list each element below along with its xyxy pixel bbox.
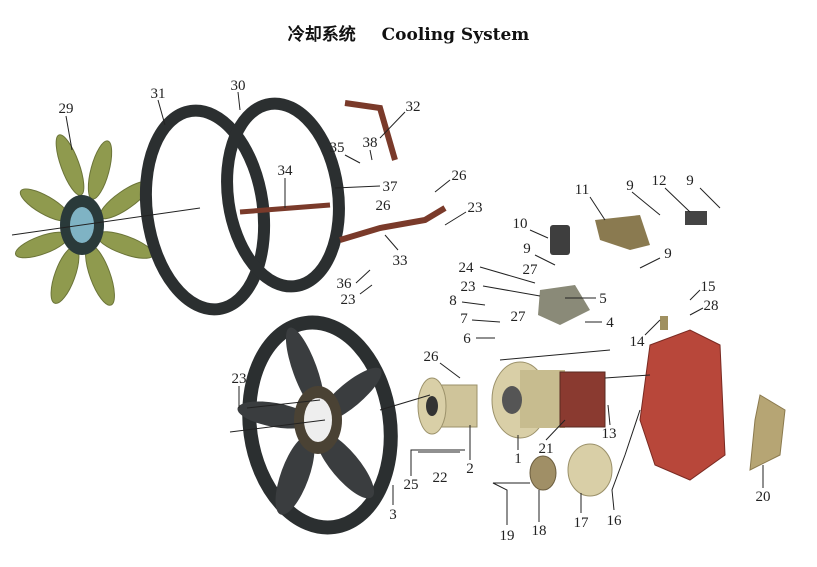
part-20-plate [749,394,786,471]
part-label: 3 [389,507,397,523]
part-2-fan-hub [417,377,478,435]
part-label: 37 [383,179,399,195]
part-label: 28 [704,298,719,314]
part-label: 5 [599,291,607,307]
part-label: 23 [468,200,483,216]
part-label: 4 [606,315,614,331]
part-34-bracket [239,202,331,215]
part-10-cylinder [550,225,570,255]
part-label: 2 [466,461,474,477]
part-31-shroud-ring [139,104,271,316]
part-housing [639,329,726,481]
part-label: 27 [511,309,527,325]
part-1-pulley [491,361,565,439]
part-label: 14 [630,334,646,350]
part-label: 24 [459,260,475,276]
part-label: 33 [393,253,408,269]
part-label: 36 [337,276,353,292]
part-label: 23 [232,371,247,387]
part-17-pump [567,443,613,497]
part-label: 30 [231,78,246,94]
part-14-fitting [660,316,668,330]
part-33-bracket [339,205,447,243]
part-21-bracket [559,371,606,428]
part-labels: 29 31 30 32 35 38 34 37 26 26 23 33 36 2… [59,78,771,544]
part-label: 6 [463,331,471,347]
part-label: 17 [574,515,590,531]
part-label: 9 [626,178,634,194]
part-label: 19 [500,528,515,544]
diagram-title: 冷却系统 Cooling System [0,20,817,45]
title-english: Cooling System [381,25,530,45]
part-label: 16 [607,513,623,529]
part-label: 26 [376,198,392,214]
part-label: 9 [686,173,694,189]
part-label: 23 [461,279,476,295]
part-label: 29 [59,101,74,117]
part-29-fan [15,134,154,306]
part-label: 9 [523,241,531,257]
part-label: 31 [151,86,166,102]
part-label: 10 [513,216,528,232]
part-label: 27 [523,262,539,278]
part-label: 15 [701,279,716,295]
part-32-bracket [344,100,398,161]
part-label: 34 [278,163,294,179]
part-label: 32 [406,99,421,115]
part-label: 7 [460,311,468,327]
part-5-body [538,285,590,325]
part-label: 26 [452,168,468,184]
part-label: 21 [539,441,554,457]
part-3-fan-shroud [237,315,398,535]
part-label: 20 [756,489,771,505]
part-label: 18 [532,523,547,539]
part-label: 13 [602,426,617,442]
leader-lines [11,91,764,525]
part-label: 12 [652,173,667,189]
part-12-fitting [685,211,707,225]
part-label: 23 [341,292,356,308]
part-label: 8 [449,293,457,309]
title-chinese: 冷却系统 [287,25,356,45]
part-30-shroud-ring [221,97,345,293]
part-label: 11 [575,182,589,198]
part-label: 22 [433,470,448,486]
part-label: 25 [404,477,419,493]
part-18-pulley [529,455,557,491]
part-11-housing [595,215,650,250]
part-label: 35 [330,140,345,156]
part-label: 9 [664,246,672,262]
part-label: 38 [363,135,378,151]
part-label: 1 [514,451,522,467]
part-label: 26 [424,349,440,365]
